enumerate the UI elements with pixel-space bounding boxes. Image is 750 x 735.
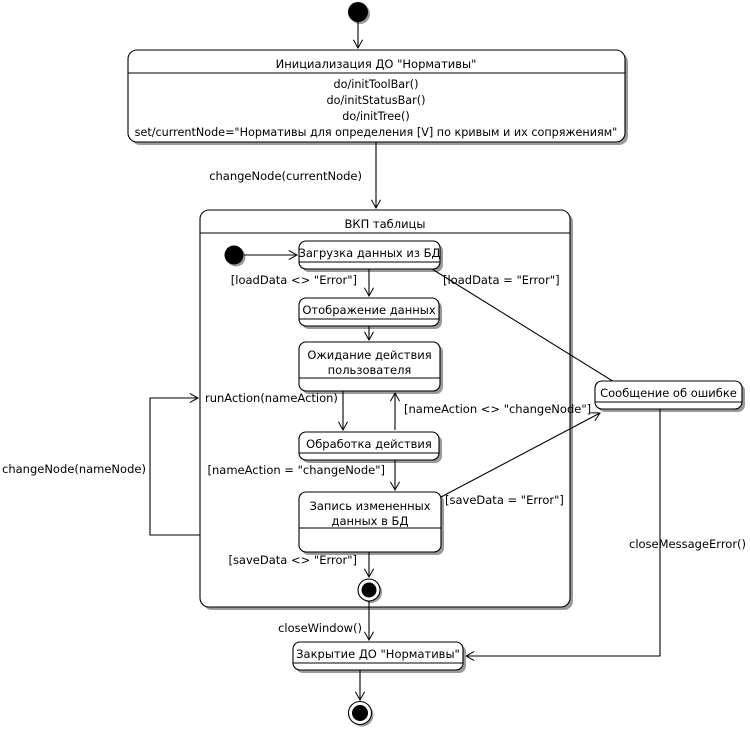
label-save-ok: [saveData <> "Error"] — [228, 553, 357, 567]
label-load-error: [loadData = "Error"] — [443, 273, 560, 287]
state-error-message[interactable]: Сообщение об ошибке — [594, 380, 745, 412]
state-process-action-title: Обработка действия — [306, 437, 432, 451]
edge-error-to-close — [464, 409, 661, 662]
label-action-is-change: [nameAction = "changeNode"] — [208, 463, 385, 477]
label-close-window: closeWindow() — [278, 621, 362, 635]
label-close-message-error: closeMessageError() — [629, 537, 746, 551]
state-load-data[interactable]: Загрузка данных из БД — [298, 240, 443, 272]
edge-change-node-loop — [149, 392, 200, 536]
state-save-data[interactable]: Запись измененных данных в БД — [298, 491, 444, 555]
label-load-ok: [loadData <> "Error"] — [231, 273, 357, 287]
edge-save-to-error — [440, 412, 601, 498]
state-init-action-1: do/initStatusBar() — [327, 94, 426, 107]
state-init-action-2: do/initTree() — [342, 110, 409, 123]
state-error-message-title: Сообщение об ошибке — [600, 386, 737, 400]
state-wait-action-line2: пользователя — [328, 363, 412, 377]
initial-pseudostate-inner — [224, 245, 246, 267]
state-init[interactable]: Инициализация ДО "Нормативы" do/initTool… — [127, 49, 628, 145]
state-wait-action-line1: Ожидание действия — [307, 348, 431, 362]
state-load-data-title: Загрузка данных из БД — [298, 246, 440, 260]
label-action-not-change: [nameAction <> "changeNode"] — [404, 402, 591, 416]
state-init-action-0: do/initToolBar() — [334, 78, 419, 91]
edge-load-to-error — [431, 268, 641, 399]
state-init-title: Инициализация ДО "Нормативы" — [276, 57, 477, 71]
state-save-data-line1: Запись измененных — [309, 499, 430, 513]
state-wait-action[interactable]: Ожидание действия пользователя — [298, 341, 443, 394]
state-show-data-title: Отображение данных — [302, 303, 436, 317]
state-process-action[interactable]: Обработка действия — [298, 431, 442, 463]
state-close-title: Закрытие ДО "Нормативы" — [296, 647, 460, 661]
label-change-node-loop: changeNode(nameNode) — [2, 462, 146, 476]
label-run-action: runAction(nameAction) — [205, 391, 338, 405]
final-state-bottom — [347, 700, 374, 727]
label-save-error: [saveData = "Error"] — [445, 493, 564, 507]
state-close[interactable]: Закрытие ДО "Нормативы" — [292, 641, 466, 673]
final-state-inner — [357, 578, 382, 603]
state-composite-table[interactable]: ВКП таблицы — [199, 209, 573, 610]
initial-pseudostate-top — [348, 2, 370, 24]
state-composite-title: ВКП таблицы — [345, 217, 426, 231]
label-init-to-composite: changeNode(currentNode) — [209, 169, 362, 183]
state-show-data[interactable]: Отображение данных — [298, 297, 442, 329]
state-save-data-line2: данных в БД — [332, 514, 409, 528]
state-init-action-3: set/currentNode="Нормативы для определен… — [135, 126, 618, 139]
